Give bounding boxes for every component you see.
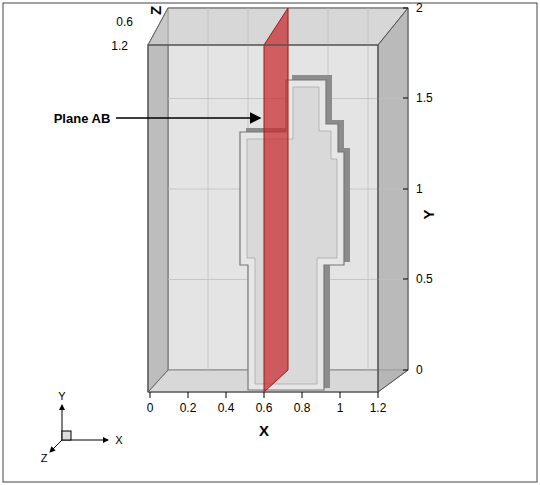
tick-label: 1.2 [370, 402, 387, 414]
right-wall [378, 8, 408, 392]
left-wall [148, 8, 168, 392]
tick-label: 1.2 [111, 40, 128, 52]
tick-label: 0.5 [416, 273, 433, 285]
tick-label: 1.5 [416, 92, 433, 104]
front-edges [148, 45, 378, 392]
tick-label: 0 [147, 402, 154, 414]
callout-label: Plane AB [54, 112, 111, 125]
tick-label: 1 [416, 183, 423, 195]
axis-title: X [259, 423, 269, 438]
axis-title: Y [420, 209, 435, 219]
tick-label: 0.2 [180, 402, 197, 414]
plane-ab [264, 8, 288, 392]
tick-label: 0.8 [294, 402, 311, 414]
tick-label: 1 [337, 402, 344, 414]
tick-label: 0 [416, 364, 423, 376]
tick-label: 0.6 [256, 402, 273, 414]
axis-ticks [150, 8, 408, 398]
triad-label: Y [58, 391, 65, 402]
tick-label: 0.6 [116, 16, 133, 28]
leader-line [116, 117, 260, 119]
axis-title: Z [148, 5, 163, 14]
frame [3, 3, 537, 482]
triad-label: Z [41, 453, 48, 464]
manikin [240, 75, 350, 390]
tick-label: 2 [416, 2, 423, 14]
axis-triad [50, 405, 108, 452]
triad-label: X [115, 435, 122, 446]
tick-label: 0.4 [218, 402, 235, 414]
